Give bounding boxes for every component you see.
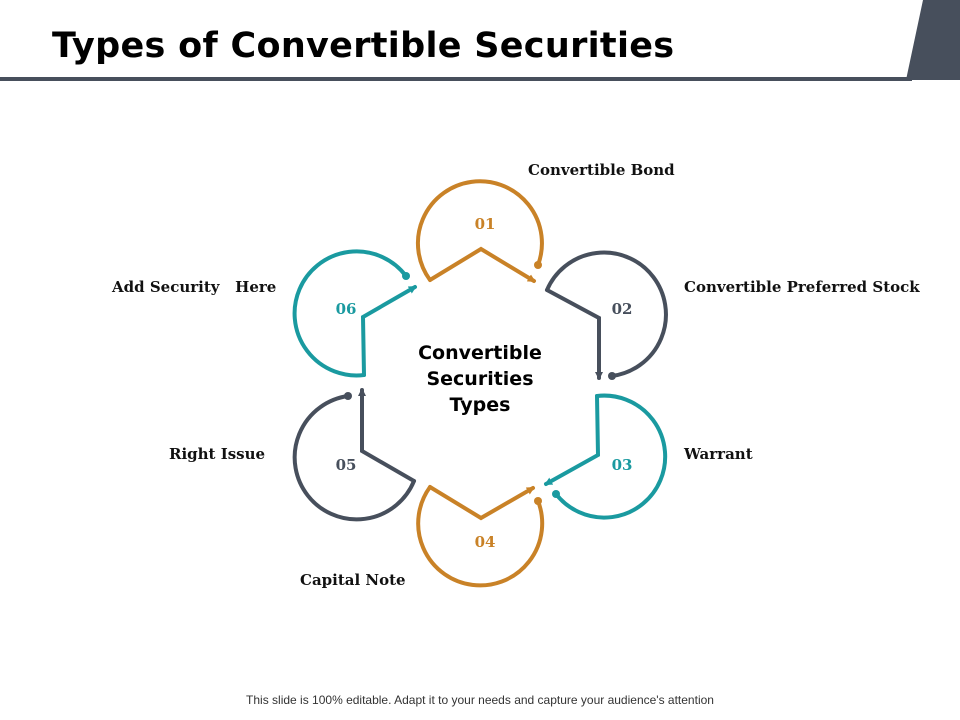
label-add-security-here: Add Security Here: [112, 278, 277, 296]
arc-05: [292, 394, 416, 522]
arrow-03: [544, 394, 601, 486]
arrow-05: [358, 388, 416, 483]
dot-01: [534, 261, 542, 269]
arrow-04: [428, 485, 535, 521]
number-01: 01: [474, 215, 496, 233]
dot-02: [608, 372, 616, 380]
segment-01: [415, 179, 544, 283]
label-right-issue: Right Issue: [169, 445, 266, 463]
number-04: 04: [474, 533, 496, 551]
arc-03: [554, 393, 668, 520]
segment-05: [292, 388, 416, 522]
segment-02: [545, 250, 668, 380]
arc-06: [292, 249, 408, 378]
footer-note: This slide is 100% editable. Adapt it to…: [246, 693, 714, 707]
label-convertible-preferred-stock: Convertible Preferred Stock: [684, 278, 920, 296]
segment-03: [544, 393, 668, 520]
center-line-2: Securities: [426, 368, 534, 390]
number-05: 05: [335, 456, 357, 474]
label-convertible-bond: Convertible Bond: [528, 161, 675, 179]
page-title: Types of Convertible Securities: [52, 26, 675, 66]
arrow-06: [360, 285, 417, 377]
number-02: 02: [611, 300, 633, 318]
center-line-3: Types: [449, 394, 511, 416]
dot-05: [344, 392, 352, 400]
dot-06: [402, 272, 410, 280]
dot-04: [534, 497, 542, 505]
number-06: 06: [335, 300, 357, 318]
center-title: Convertible Securities Types: [380, 340, 580, 418]
arc-04: [416, 485, 545, 588]
arrow-02: [545, 288, 603, 380]
segment-04: [416, 485, 545, 588]
label-capital-note: Capital Note: [300, 571, 406, 589]
label-warrant: Warrant: [684, 445, 753, 463]
corner-decoration: [906, 0, 960, 80]
arc-01: [415, 179, 544, 282]
title-underline: [0, 77, 912, 81]
number-03: 03: [611, 456, 633, 474]
arc-02: [545, 250, 668, 378]
segment-06: [292, 249, 417, 378]
dot-03: [552, 490, 560, 498]
center-line-1: Convertible: [418, 342, 542, 364]
arrow-01: [428, 246, 536, 283]
